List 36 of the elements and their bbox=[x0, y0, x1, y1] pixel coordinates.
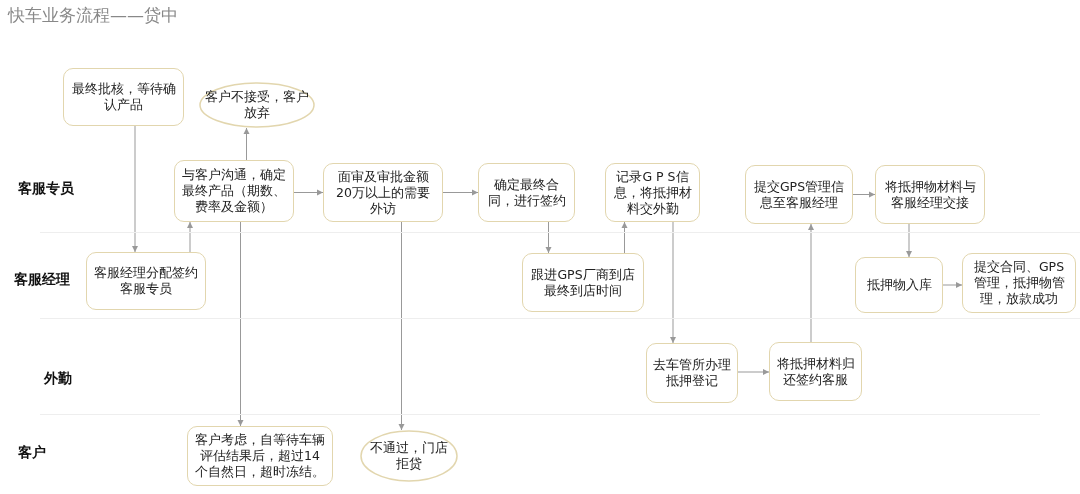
process-box: 客服经理分配签约客服专员 bbox=[86, 252, 206, 310]
process-box: 抵押物入库 bbox=[855, 257, 943, 313]
arrow bbox=[852, 191, 876, 198]
arrow bbox=[132, 125, 138, 253]
lane-label: 客服经理 bbox=[14, 271, 70, 289]
arrow bbox=[808, 223, 814, 343]
process-box: 跟进GPS厂商到店最终到店时间 bbox=[522, 253, 644, 312]
lane-label: 外勤 bbox=[44, 370, 72, 388]
arrow bbox=[545, 221, 552, 254]
end-ellipse: 不通过，门店拒贷 bbox=[360, 430, 458, 482]
page-title: 快车业务流程——贷中 bbox=[8, 4, 178, 27]
arrow bbox=[398, 221, 405, 431]
process-box: 将抵押材料归还签约客服 bbox=[769, 342, 862, 401]
process-box: 面审及审批金额20万以上的需要外访 bbox=[323, 163, 443, 222]
arrow bbox=[621, 221, 628, 254]
end-ellipse: 客户不接受，客户放弃 bbox=[199, 82, 315, 128]
arrow bbox=[906, 223, 912, 258]
arrow bbox=[670, 221, 676, 344]
process-box: 确定最终合同，进行签约 bbox=[478, 163, 575, 222]
lane-label: 客服专员 bbox=[18, 180, 74, 198]
process-box: 去车管所办理抵押登记 bbox=[646, 343, 738, 403]
process-box: 与客户沟通，确定最终产品（期数、费率及金额） bbox=[174, 160, 294, 222]
process-box: 将抵押物材料与客服经理交接 bbox=[875, 165, 985, 224]
process-box: 客户考虑，自等待车辆评估结果后，超过14个自然日，超时冻结。 bbox=[187, 426, 333, 486]
arrow bbox=[243, 127, 250, 161]
process-box: 提交合同、GPS管理，抵押物管理，放款成功 bbox=[962, 253, 1076, 313]
process-box: 最终批核，等待确认产品 bbox=[63, 68, 184, 126]
arrow bbox=[237, 221, 244, 427]
arrow bbox=[942, 282, 963, 288]
arrow bbox=[442, 189, 479, 196]
lane-label: 客户 bbox=[18, 444, 46, 462]
process-box: 记录G P S信息，将抵押材料交外勤 bbox=[605, 163, 700, 222]
arrow bbox=[293, 189, 324, 196]
arrow bbox=[737, 369, 770, 375]
arrow bbox=[187, 221, 193, 253]
process-box: 提交GPS管理信息至客服经理 bbox=[745, 165, 853, 224]
